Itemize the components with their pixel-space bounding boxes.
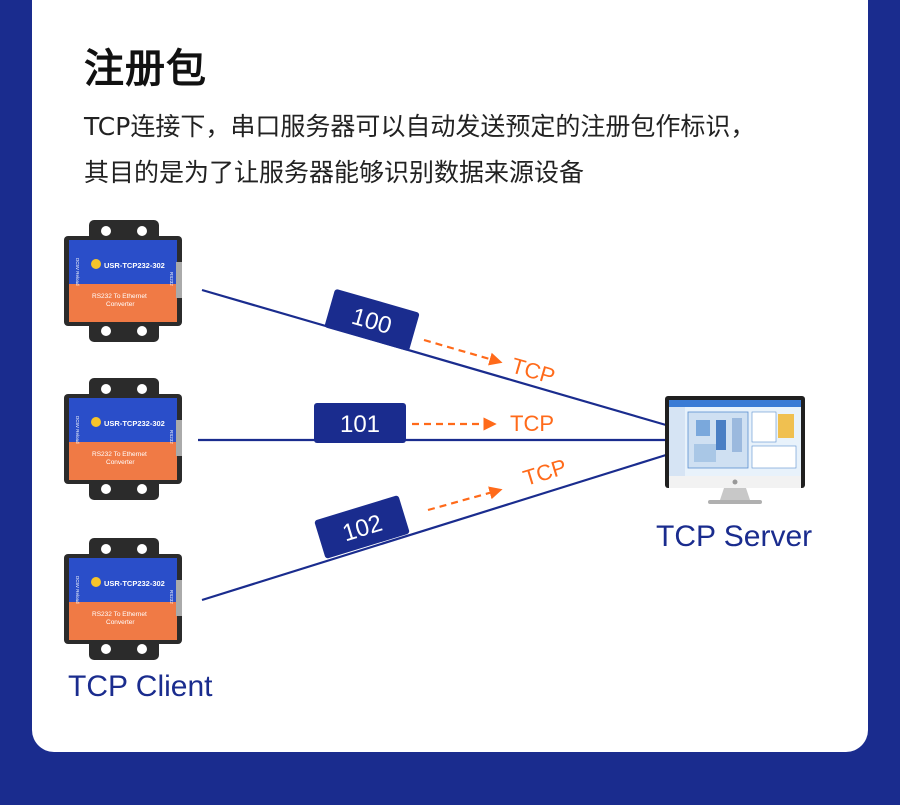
packet-100: 100	[324, 289, 420, 351]
device-side-label-left: DC5V Reload	[75, 576, 80, 604]
dashed-arrow-3	[427, 486, 503, 512]
device-side-label-right: RS232	[169, 590, 174, 604]
tcp-client-label: TCP Client	[68, 670, 213, 703]
device-side-label-left: DC5V Reload	[75, 258, 80, 286]
protocol-label-3: TCP	[520, 454, 569, 491]
device-model-label: USR-TCP232-302	[104, 419, 165, 428]
serial-server-device-2: USR-TCP232-302 RS232 To Ethernet Convert…	[64, 378, 182, 500]
protocol-label-2: TCP	[510, 411, 554, 436]
device-subtitle-line-2: Converter	[106, 301, 135, 308]
device-model-label: USR-TCP232-302	[104, 261, 165, 270]
device-subtitle-line-1: RS232 To Ethernet	[92, 611, 147, 618]
description: TCP连接下，串口服务器可以自动发送预定的注册包作标识， 其目的是为了让服务器能…	[84, 104, 844, 196]
server-computer	[665, 396, 805, 504]
connection-line-1	[201, 288, 667, 427]
monitor-stand	[720, 488, 750, 500]
protocol-label-1: TCP	[509, 353, 558, 389]
device-subtitle-line-1: RS232 To Ethernet	[92, 451, 147, 458]
device-side-label-left: DC5V Reload	[75, 416, 80, 444]
device-subtitle-line-2: Converter	[106, 619, 135, 626]
serial-server-device-3: USR-TCP232-302 RS232 To Ethernet Convert…	[64, 538, 182, 660]
description-line-2: 其目的是为了让服务器能够识别数据来源设备	[84, 158, 585, 187]
device-side-label-right: RS232	[169, 430, 174, 444]
device-side-label-right: RS232	[169, 272, 174, 286]
dashed-arrow-1	[423, 338, 503, 366]
tcp-server-label: TCP Server	[656, 520, 813, 553]
serial-server-device-1: USR-TCP232-302 RS232 To Ethernet Convert…	[64, 220, 182, 342]
device-subtitle-line-1: RS232 To Ethernet	[92, 293, 147, 300]
device-subtitle-line-2: Converter	[106, 459, 135, 466]
page-title: 注册包	[84, 46, 207, 92]
connection-line-3	[201, 453, 667, 602]
packet-id: 101	[340, 411, 380, 438]
description-line-1: TCP连接下，串口服务器可以自动发送预定的注册包作标识，	[84, 112, 756, 141]
device-model-label: USR-TCP232-302	[104, 579, 165, 588]
packet-102: 102	[314, 495, 410, 559]
packet-101: 101	[314, 403, 406, 443]
